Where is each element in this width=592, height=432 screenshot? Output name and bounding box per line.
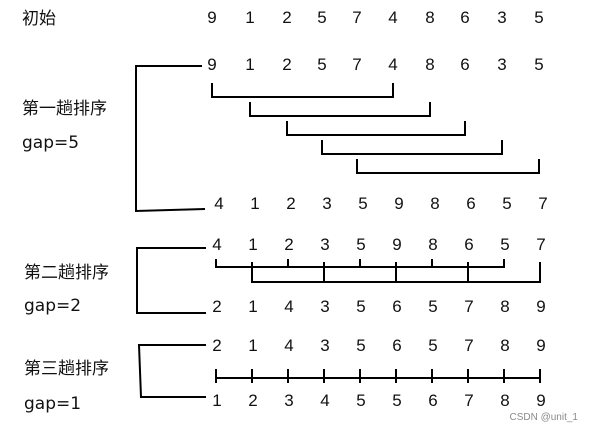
pass-1-gap: gap=5 xyxy=(22,133,80,153)
initial-value: 6 xyxy=(460,8,470,27)
pass-1-after-value: 5 xyxy=(358,194,368,213)
pass-3-after-value: 5 xyxy=(392,391,402,410)
pass-3-after-value: 4 xyxy=(320,391,330,410)
initial-label: 初始 xyxy=(22,9,56,29)
pass-1-left-bracket xyxy=(135,65,206,213)
pass-2-before-value: 1 xyxy=(248,235,258,254)
pass-2-before-value: 3 xyxy=(320,235,330,254)
pass-3-before-value: 5 xyxy=(356,336,366,355)
pass-3-before-value: 5 xyxy=(428,336,438,355)
pass-3-before-value: 1 xyxy=(248,336,258,355)
pass-3-gap: gap=1 xyxy=(24,394,82,414)
pass-2-after-value: 6 xyxy=(392,297,402,316)
pass-1-group-bracket xyxy=(321,140,503,155)
pass-2-gap: gap=2 xyxy=(24,296,82,316)
pass-2-after-value: 7 xyxy=(464,297,474,316)
pass-1-before-value: 4 xyxy=(388,55,398,74)
pass-1-group-bracket xyxy=(211,83,394,98)
pass-2-left-bracket xyxy=(136,247,206,314)
pass-1-after-value: 3 xyxy=(322,194,332,213)
pass-2-before-value: 5 xyxy=(356,235,366,254)
pass-1-title: 第一趟排序 xyxy=(22,99,107,119)
initial-value: 5 xyxy=(534,8,544,27)
pass-3-before-value: 8 xyxy=(500,336,510,355)
pass-1-after-value: 4 xyxy=(214,194,224,213)
watermark: CSDN @unit_1 xyxy=(509,412,578,423)
pass-2-after-value: 3 xyxy=(320,297,330,316)
pass-3-before-value: 3 xyxy=(320,336,330,355)
pass-3-after-value: 1 xyxy=(212,391,222,410)
pass-2-title: 第二趟排序 xyxy=(24,263,109,283)
pass-1-after-value: 1 xyxy=(250,194,260,213)
pass-1-before-value: 2 xyxy=(282,55,292,74)
pass-1-before-value: 5 xyxy=(534,55,544,74)
pass-1-before-value: 5 xyxy=(317,55,327,74)
initial-value: 4 xyxy=(388,8,398,27)
pass-1-before-value: 9 xyxy=(207,55,217,74)
pass-3-after-value: 9 xyxy=(536,391,546,410)
pass-3-after-value: 8 xyxy=(500,391,510,410)
pass-3-before-value: 6 xyxy=(392,336,402,355)
initial-value: 5 xyxy=(317,8,327,27)
pass-2-after-value: 5 xyxy=(428,297,438,316)
pass-2-after-value: 1 xyxy=(248,297,258,316)
pass-1-after-value: 7 xyxy=(538,194,548,213)
pass-2-before-value: 7 xyxy=(536,235,546,254)
pass-3-before-value: 9 xyxy=(536,336,546,355)
pass-3-after-value: 7 xyxy=(464,391,474,410)
pass-3-after-value: 2 xyxy=(248,391,258,410)
initial-value: 2 xyxy=(282,8,292,27)
initial-value: 1 xyxy=(245,8,255,27)
initial-value: 3 xyxy=(497,8,507,27)
pass-3-title: 第三趟排序 xyxy=(24,359,109,379)
pass-3-before-value: 7 xyxy=(464,336,474,355)
pass-2-before-value: 2 xyxy=(284,235,294,254)
pass-2-after-value: 2 xyxy=(212,297,222,316)
pass-2-after-value: 5 xyxy=(356,297,366,316)
pass-1-group-bracket xyxy=(356,159,540,174)
pass-1-after-value: 9 xyxy=(394,194,404,213)
pass-2-after-value: 8 xyxy=(500,297,510,316)
pass-2-before-value: 6 xyxy=(464,235,474,254)
pass-3-after-value: 3 xyxy=(284,391,294,410)
pass-1-before-value: 1 xyxy=(245,55,255,74)
pass-2-before-value: 4 xyxy=(212,235,222,254)
pass-3-left-bracket xyxy=(137,344,206,398)
pass-2-before-value: 8 xyxy=(428,235,438,254)
initial-value: 8 xyxy=(425,8,435,27)
pass-1-before-value: 6 xyxy=(460,55,470,74)
pass-2-before-value: 5 xyxy=(500,235,510,254)
pass-3-after-value: 6 xyxy=(428,391,438,410)
pass-2-before-value: 9 xyxy=(392,235,402,254)
pass-3-after-value: 5 xyxy=(356,391,366,410)
pass-3-before-value: 4 xyxy=(284,336,294,355)
initial-value: 7 xyxy=(352,8,362,27)
pass-1-after-value: 8 xyxy=(430,194,440,213)
pass-1-group-bracket xyxy=(249,102,431,117)
pass-1-after-value: 6 xyxy=(466,194,476,213)
pass-1-after-value: 2 xyxy=(286,194,296,213)
pass-1-after-value: 5 xyxy=(502,194,512,213)
pass-1-before-value: 3 xyxy=(497,55,507,74)
pass-2-after-value: 4 xyxy=(284,297,294,316)
pass-1-before-value: 8 xyxy=(425,55,435,74)
initial-value: 9 xyxy=(207,8,217,27)
pass-3-before-value: 2 xyxy=(212,336,222,355)
pass-2-after-value: 9 xyxy=(536,297,546,316)
pass-1-before-value: 7 xyxy=(352,55,362,74)
pass-1-group-bracket xyxy=(286,121,466,136)
